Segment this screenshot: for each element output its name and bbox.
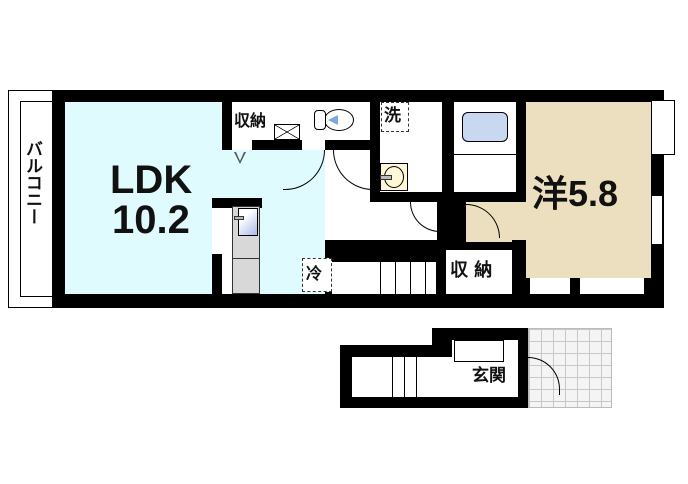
- storage-bottom-label: 収 納: [450, 260, 493, 281]
- entrance-label: 玄関: [472, 366, 506, 386]
- storage-bottom: [446, 250, 512, 294]
- fridge-label: 冷: [306, 264, 323, 283]
- stairs-lower: [352, 357, 452, 397]
- washroom-label: 洗: [384, 106, 401, 126]
- balcony-label: バルコニー: [22, 140, 42, 225]
- ldk-size: 10.2: [112, 198, 190, 242]
- balcony: [8, 90, 56, 308]
- ldk-label: LDK: [110, 158, 193, 202]
- bathtub-icon: [462, 112, 508, 142]
- fridge: [302, 258, 332, 292]
- storage-x-mark: [274, 124, 300, 140]
- stairs-upper: [332, 252, 436, 294]
- room-western: [526, 102, 651, 278]
- storage-top-label: 収納: [234, 111, 267, 130]
- western-label: 洋5.8: [532, 173, 619, 214]
- kitchen-sink-icon: [238, 208, 258, 236]
